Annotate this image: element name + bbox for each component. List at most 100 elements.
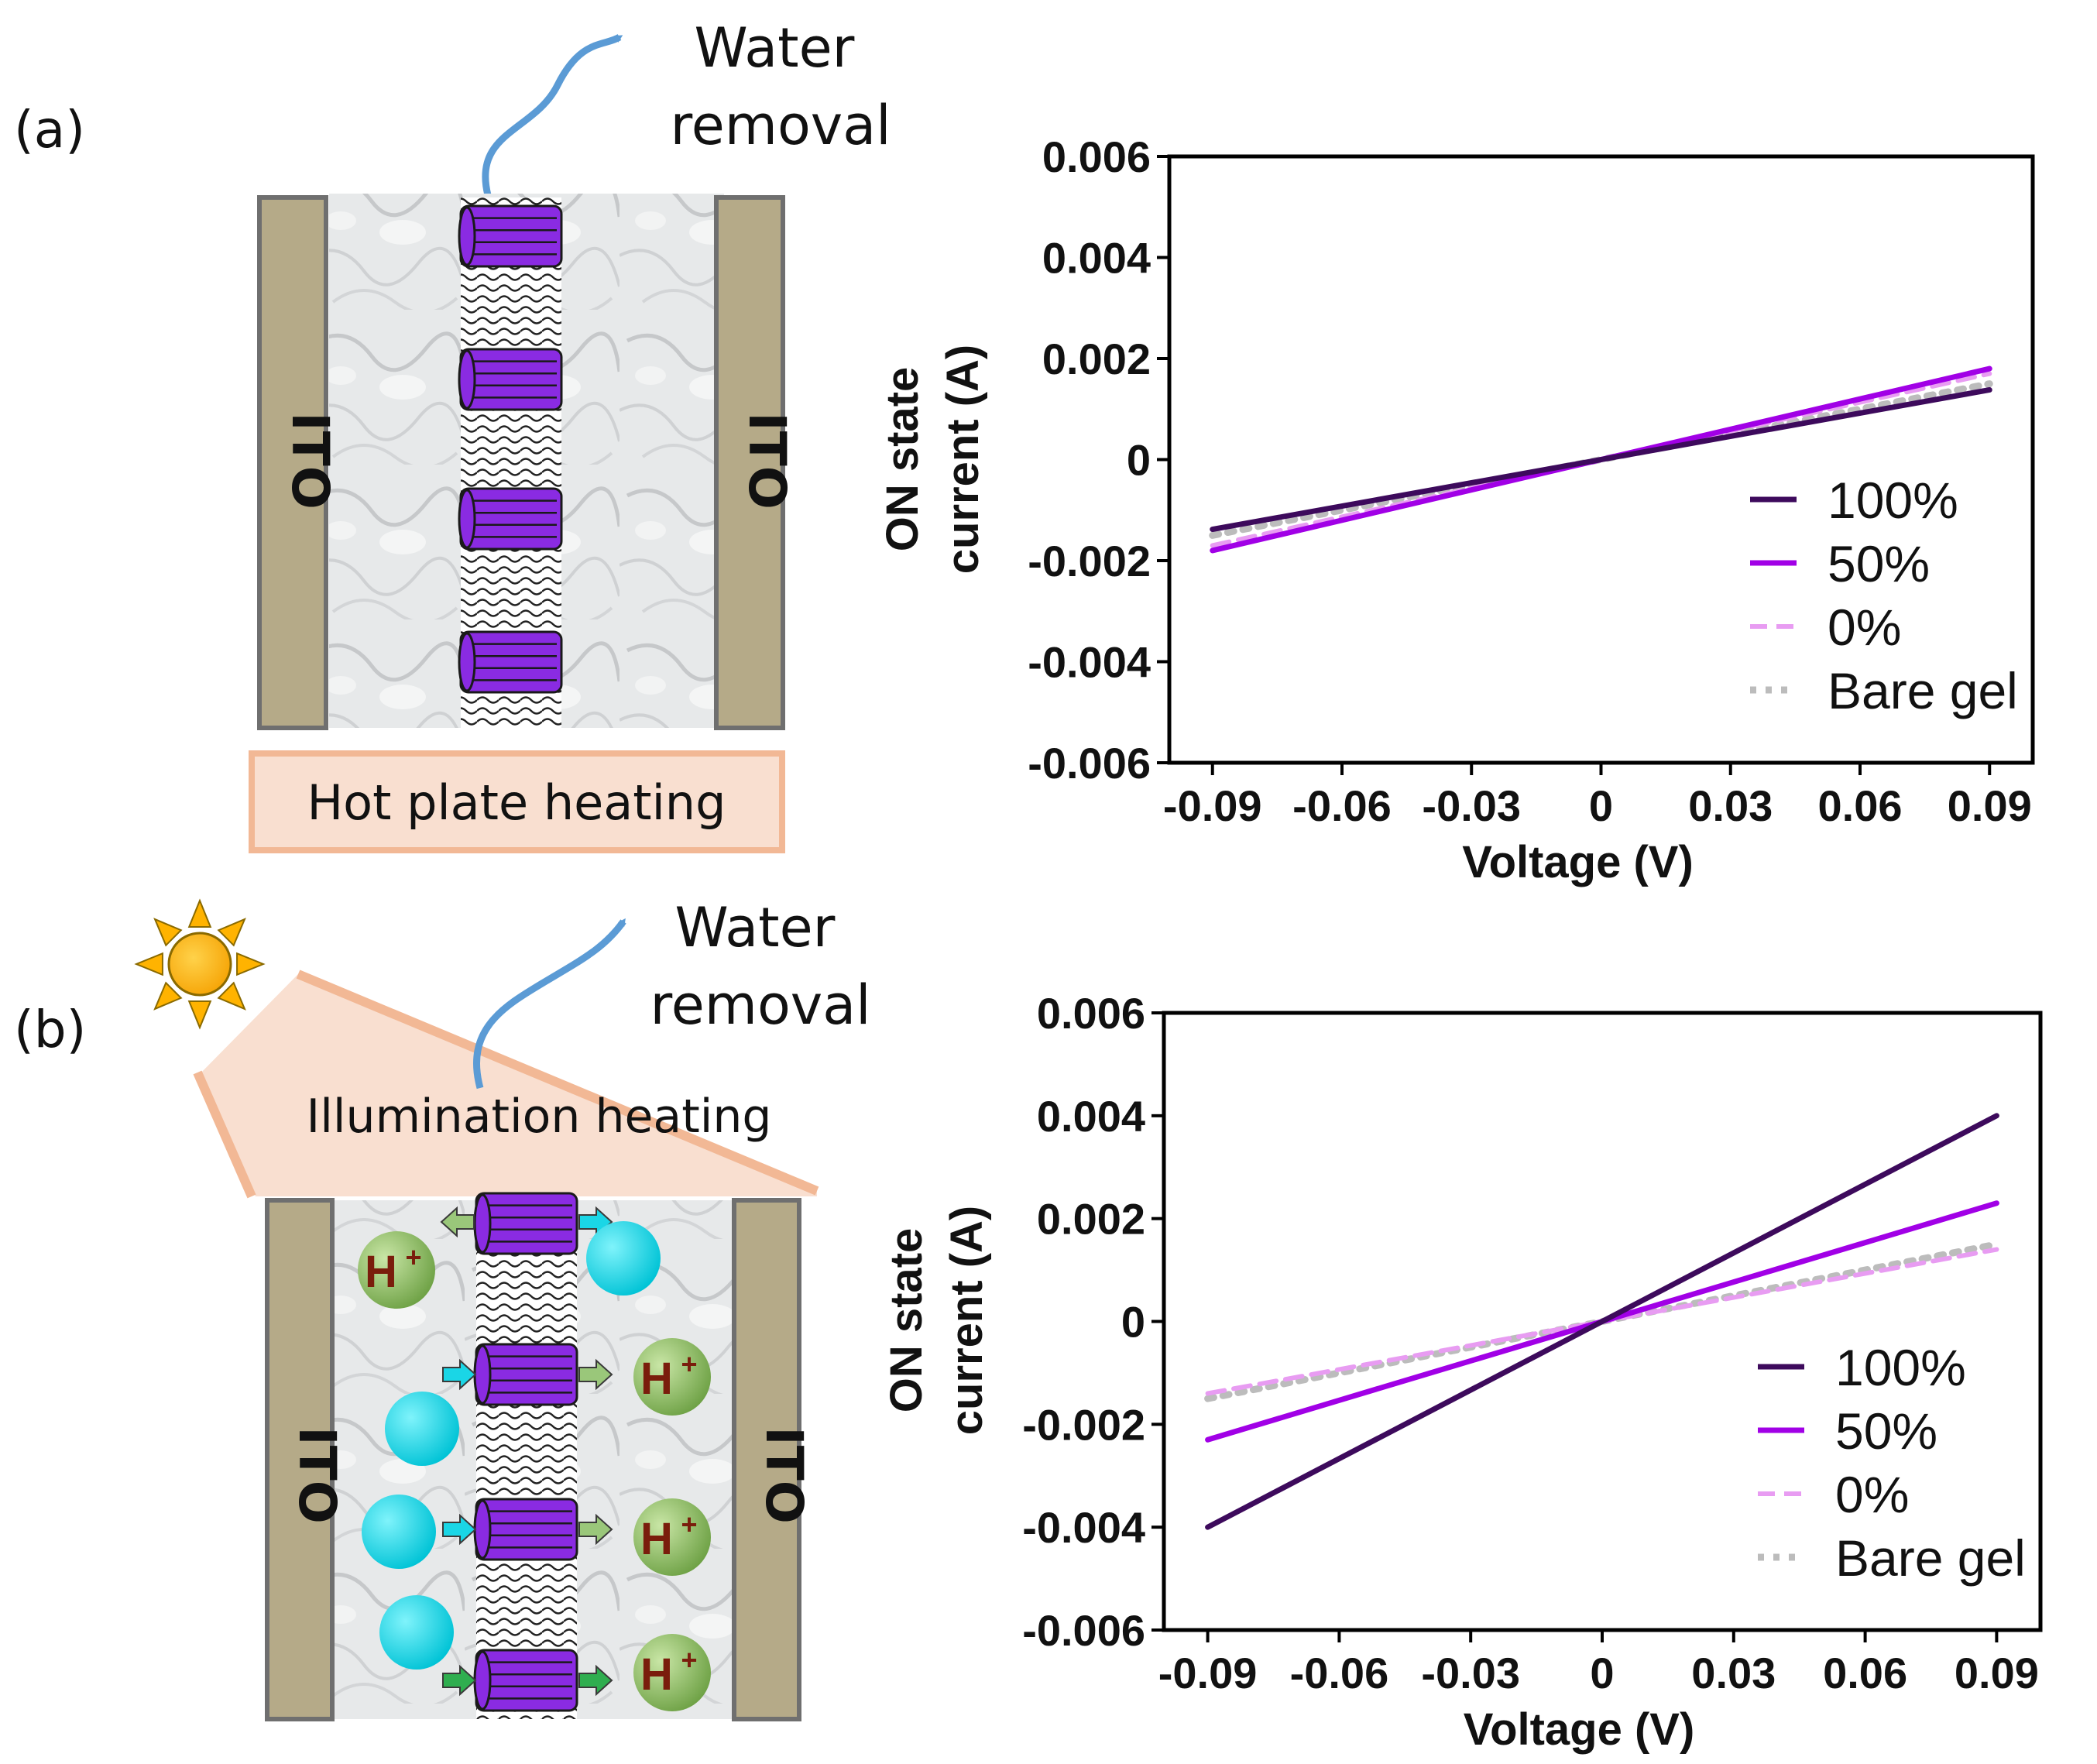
x-tick-label: 0 <box>1589 781 1613 830</box>
y-tick-label: -0.006 <box>1022 1606 1145 1655</box>
sun-ray <box>187 898 212 928</box>
proton-label: H <box>365 1247 397 1297</box>
electrode-left-b <box>265 1198 335 1721</box>
water-removal-line1-a: Water <box>695 16 855 80</box>
legend-label: Bare gel <box>1835 1529 2026 1587</box>
x-tick-label: -0.03 <box>1422 781 1521 830</box>
cation-sphere <box>362 1495 436 1569</box>
ion-channel-cap <box>473 1499 492 1560</box>
proton-charge: + <box>405 1241 421 1273</box>
panel-a-schematic: (a) Water removal ITO ITO Hot plate heat… <box>14 16 891 853</box>
legend-label: 50% <box>1828 535 1930 592</box>
y-tick-label: -0.006 <box>1028 739 1151 788</box>
electrode-left-a <box>257 195 328 730</box>
ion-flow-arrow-icon <box>442 1358 477 1391</box>
proton-sphere <box>633 1338 711 1416</box>
legend-label: 0% <box>1835 1466 1909 1523</box>
ion-channel-cap <box>458 349 476 410</box>
sun-ray <box>187 1000 212 1030</box>
y-tick-label: -0.004 <box>1028 638 1151 687</box>
water-removal-line2-b: removal <box>650 973 870 1037</box>
legend-label: 0% <box>1828 599 1901 656</box>
y-tick-label: -0.002 <box>1022 1400 1145 1449</box>
x-tick-label: -0.09 <box>1163 781 1262 830</box>
cation-sphere <box>385 1392 459 1466</box>
series-line-100- <box>1205 1113 1999 1530</box>
series-line-100- <box>1210 386 1992 533</box>
sun-ray <box>153 981 183 1011</box>
y-axis-title: ON state <box>877 367 928 552</box>
sun-ray <box>217 981 246 1011</box>
panel-b-label: (b) <box>14 1000 86 1059</box>
ion-channel-cap <box>458 489 476 549</box>
y-tick-label: 0 <box>1121 1298 1145 1347</box>
y-tick-label: 0.006 <box>1037 989 1145 1038</box>
sun-ray <box>134 952 163 976</box>
x-tick-label: -0.03 <box>1421 1649 1520 1697</box>
x-tick-label: 0.09 <box>1948 781 2032 830</box>
lipid-membrane-b <box>476 1200 577 1719</box>
hot-plate-label-a: Hot plate heating <box>307 774 726 831</box>
proton-charge: + <box>681 1508 697 1540</box>
electrode-left-label-a: ITO <box>280 412 340 510</box>
x-tick-label: 0.06 <box>1818 781 1903 830</box>
cation-sphere <box>586 1221 661 1296</box>
legend-label: 100% <box>1835 1339 1966 1396</box>
ion-channel-cap <box>458 206 476 266</box>
x-axis-title: Voltage (V) <box>1464 1704 1695 1755</box>
electrode-right-b <box>732 1198 801 1721</box>
y-axis-title: current (A) <box>942 1206 992 1435</box>
sun-icon <box>134 898 266 1030</box>
x-tick-label: -0.06 <box>1290 1649 1389 1697</box>
proton-charge: + <box>681 1644 697 1676</box>
y-axis-title: current (A) <box>938 345 988 574</box>
proton-sphere <box>358 1231 435 1309</box>
ion-channels-b <box>440 1192 613 1712</box>
panel-a-label: (a) <box>14 100 85 160</box>
ion-flow-arrow-icon <box>578 1358 613 1391</box>
x-tick-label: 0.06 <box>1823 1649 1907 1697</box>
chart-a: -0.09 -0.06 -0.03 0 0.03 0.06 0.09 0.006 0.004 0.… <box>877 132 2035 887</box>
y-tick-label: 0.006 <box>1042 132 1151 181</box>
legend-label: 50% <box>1835 1402 1937 1460</box>
ions-b: H+H+H+H+ <box>358 1221 711 1711</box>
proton-sphere <box>633 1634 711 1711</box>
cation-sphere <box>379 1595 454 1670</box>
ion-flow-arrow-icon <box>578 1664 613 1697</box>
electrode-right-label-a: ITO <box>737 412 797 510</box>
electrode-right-label-b: ITO <box>754 1426 814 1524</box>
ion-channel-cap <box>458 632 476 692</box>
proton-label: H <box>640 1649 673 1700</box>
x-tick-label: 0.03 <box>1691 1649 1776 1697</box>
ion-flow-arrow-icon <box>578 1513 613 1546</box>
y-tick-label: 0.004 <box>1042 234 1151 283</box>
y-tick-label: -0.004 <box>1022 1503 1145 1552</box>
y-axis-title: ON state <box>881 1228 932 1413</box>
x-tick-label: 0.09 <box>1955 1649 2039 1697</box>
hot-plate-a <box>249 750 785 853</box>
x-tick-label: 0.03 <box>1688 781 1773 830</box>
ion-flow-arrow-icon <box>442 1664 477 1697</box>
legend-label: 100% <box>1828 472 1958 529</box>
illumination-label: Illumination heating <box>307 1090 772 1144</box>
sun-ray <box>153 918 183 947</box>
water-removal-line1-b: Water <box>675 896 836 959</box>
electrode-left-label-b: ITO <box>287 1426 347 1524</box>
sun-ray <box>217 918 246 947</box>
ion-channel-cap <box>473 1650 492 1711</box>
x-axis-title: Voltage (V) <box>1462 837 1694 887</box>
ion-channels-a <box>458 204 563 694</box>
water-removal-arrow-b <box>473 918 626 1090</box>
electrode-right-a <box>714 195 785 730</box>
y-tick-label: -0.002 <box>1028 537 1151 585</box>
x-tick-label: 0 <box>1590 1649 1614 1697</box>
proton-sphere <box>633 1498 711 1576</box>
illumination-region <box>197 974 817 1196</box>
ion-channel-cap <box>473 1344 492 1405</box>
ion-flow-arrow-icon <box>440 1206 475 1238</box>
water-removal-arrow-a <box>482 34 623 197</box>
y-tick-label: 0.002 <box>1042 335 1151 383</box>
x-tick-label: -0.06 <box>1292 781 1392 830</box>
